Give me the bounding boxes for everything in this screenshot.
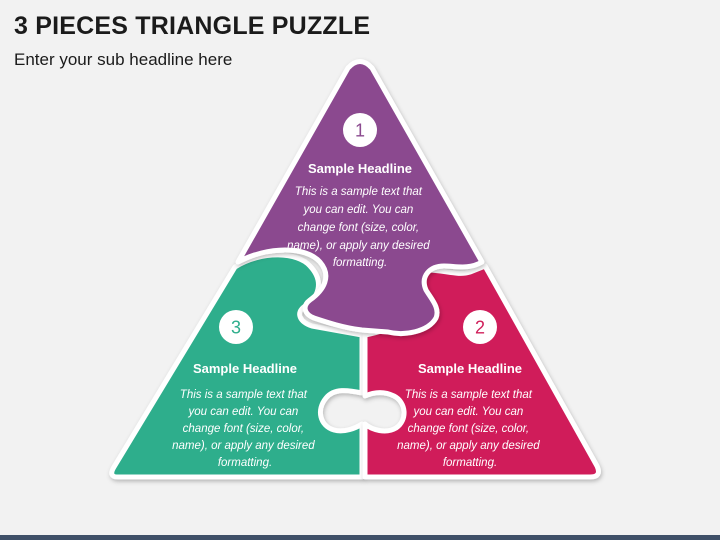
- number-badge-2: 2: [463, 310, 497, 344]
- badge-number-2: 2: [475, 318, 485, 338]
- piece-1-headline: Sample Headline: [308, 161, 412, 176]
- piece-1-body: This is a sample text that you can edit.…: [287, 186, 433, 269]
- piece-2-headline: Sample Headline: [418, 361, 522, 376]
- badge-number-3: 3: [231, 318, 241, 338]
- piece-3-body: This is a sample text that you can edit.…: [172, 389, 318, 469]
- bottom-accent-bar: [0, 535, 720, 540]
- puzzle-piece-1: [235, 59, 485, 336]
- puzzle-piece-3: [109, 252, 365, 480]
- slide-subtitle: Enter your sub headline here: [14, 50, 233, 69]
- badge-number-1: 1: [355, 121, 365, 141]
- number-badge-1: 1: [343, 113, 377, 147]
- slide-title: 3 PIECES TRIANGLE PUZZLE: [14, 12, 371, 40]
- number-badge-3: 3: [219, 310, 253, 344]
- piece-3-headline: Sample Headline: [193, 361, 297, 376]
- piece-2-body: This is a sample text that you can edit.…: [397, 389, 543, 469]
